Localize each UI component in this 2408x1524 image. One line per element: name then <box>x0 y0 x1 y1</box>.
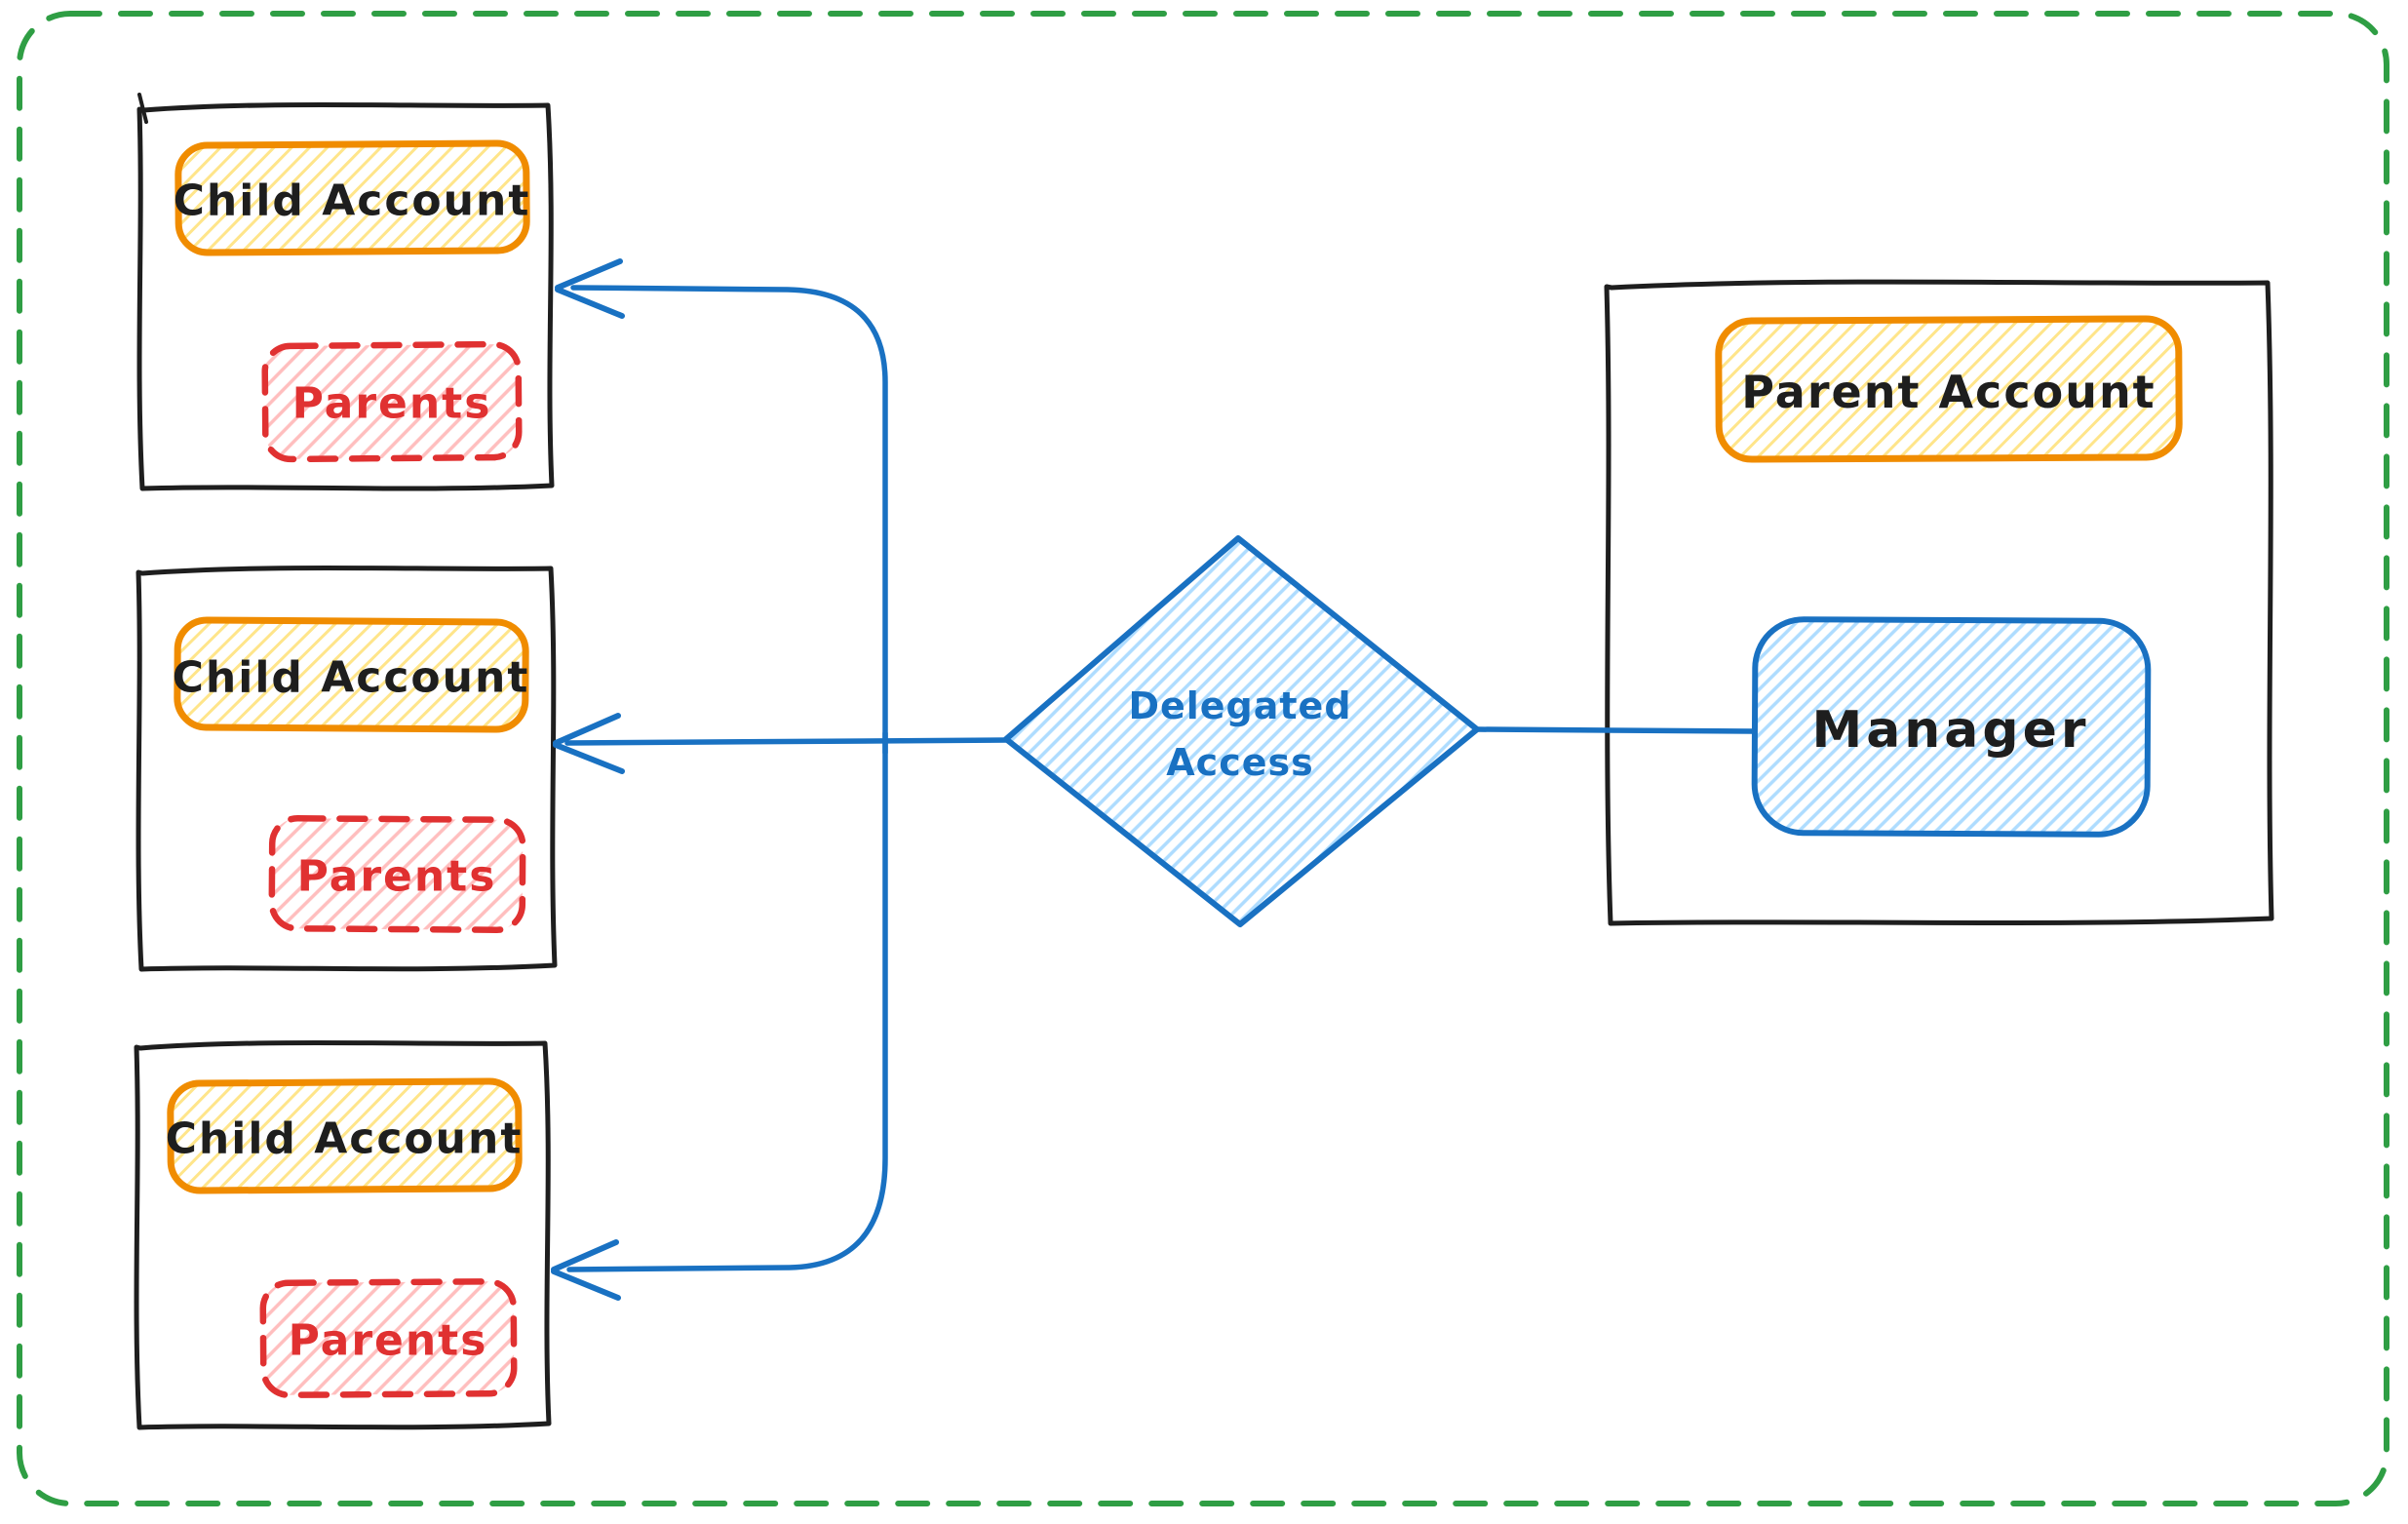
parent-account-label <box>1715 315 2183 463</box>
arrow-to-child-2 <box>553 713 1009 774</box>
child-account-box-2: Child Account Parents <box>136 565 558 972</box>
child-account-label-text: Child Account <box>166 1114 524 1164</box>
parent-account-box: Parent Account Manager <box>1604 279 2274 926</box>
connector-line <box>1475 726 1756 734</box>
child-account-label-text: Child Account <box>173 653 530 703</box>
delegated-access-text-line1: Delegated <box>1128 684 1351 727</box>
parents-badge-text: Parents <box>292 379 492 429</box>
parents-badge-text: Parents <box>289 1316 488 1366</box>
child-account-box-3: Child Account Parents <box>134 1039 552 1430</box>
arrow-shaft <box>566 730 888 1272</box>
child-account-label <box>167 1077 523 1194</box>
child-account-box-1: Child Account Parents <box>136 93 555 491</box>
parent-account-label-text: Parent Account <box>1741 366 2156 418</box>
diamond-shape <box>1003 535 1480 927</box>
arrow-to-child-1 <box>555 258 888 756</box>
manager-node <box>1751 616 2152 838</box>
arrowhead <box>555 258 625 319</box>
arrow-shaft <box>570 285 888 756</box>
canvas-border <box>17 11 2389 1506</box>
manager-to-diamond-connector <box>1475 726 1756 734</box>
child-account-label-text: Child Account <box>174 176 531 226</box>
arrow-to-child-3 <box>551 730 888 1301</box>
parents-badge <box>261 340 523 463</box>
arrowhead <box>551 1239 621 1301</box>
manager-node-text: Manager <box>1811 701 2089 760</box>
delegated-access-text-line2: Access <box>1166 741 1313 784</box>
arrow-shaft <box>564 737 1009 746</box>
child-account-label <box>174 616 529 733</box>
parents-badge <box>268 815 526 933</box>
parents-badge <box>259 1278 518 1398</box>
sketch-corner-tick <box>137 93 148 124</box>
delegated-access-diamond: Delegated Access <box>1003 535 1480 927</box>
child-account-label <box>175 139 530 256</box>
arrowhead <box>553 713 625 774</box>
parents-badge-text: Parents <box>297 852 497 902</box>
